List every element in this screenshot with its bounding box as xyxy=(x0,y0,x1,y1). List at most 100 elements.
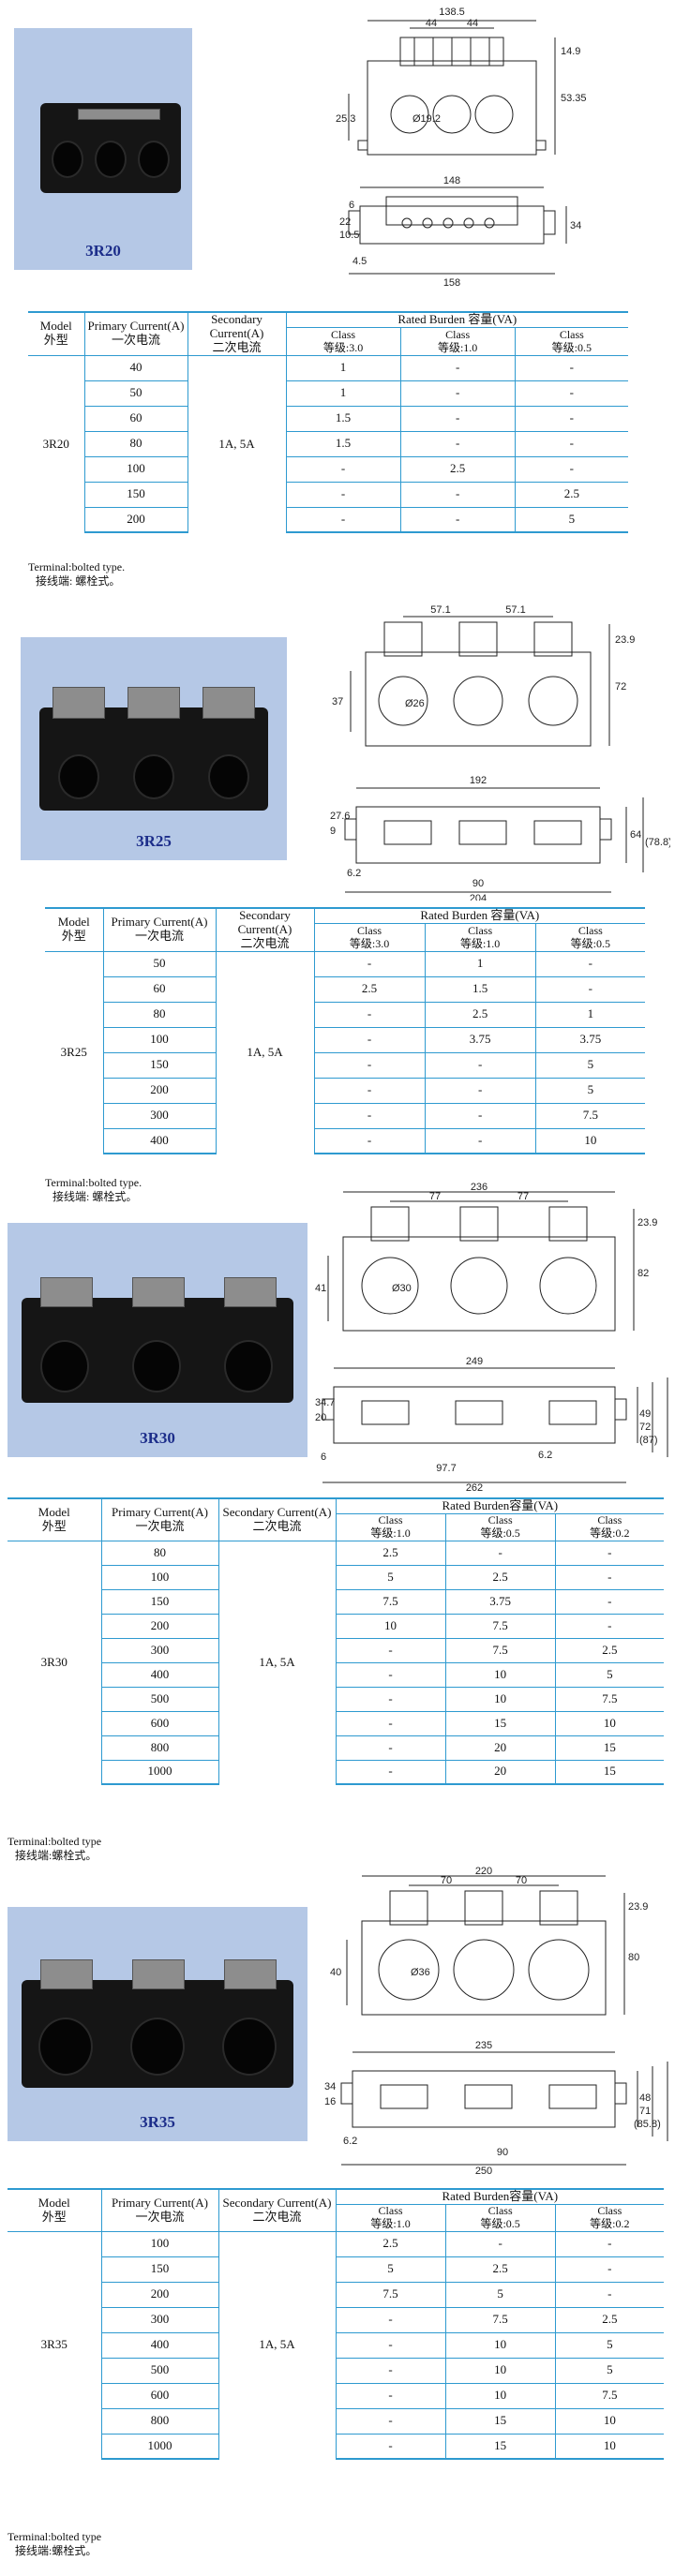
ct-hole xyxy=(52,141,83,178)
table-cell: - xyxy=(424,1051,536,1079)
text: Secondary Current(A) xyxy=(222,2195,332,2210)
dimension-label: 23.9 xyxy=(628,1901,648,1913)
table-cell: 800 xyxy=(100,2407,218,2435)
dim: Ø19.2 xyxy=(412,113,441,125)
table-cell: 10 xyxy=(335,1613,446,1639)
dimension-label: 70 xyxy=(516,1875,527,1886)
table-cell: 10 xyxy=(444,2357,556,2384)
table-cell: - xyxy=(313,950,426,977)
table-cell: 150 xyxy=(83,481,188,508)
table-cell: - xyxy=(554,1540,664,1566)
text: 一次电流 xyxy=(135,1518,185,1533)
text: Terminal:bolted type. xyxy=(45,1176,142,1189)
dim: 34 xyxy=(570,220,581,231)
text: 等级:1.0 xyxy=(370,1526,411,1540)
table-cell: 80 xyxy=(100,1540,218,1566)
text: Secondary Current(A) xyxy=(209,312,264,340)
text: Primary Current(A) xyxy=(87,319,185,334)
ct-body xyxy=(40,103,181,193)
table-cell: 100 xyxy=(83,455,188,483)
dimension-label: 48 xyxy=(639,2092,651,2104)
dimension-label: 97.7 xyxy=(436,1463,456,1474)
table-cell: 60 xyxy=(102,975,216,1003)
table-cell: - xyxy=(399,354,516,381)
text: 等级:0.5 xyxy=(551,340,592,354)
ct-body xyxy=(22,1277,293,1403)
table-cell: - xyxy=(335,1661,446,1688)
table-cell: - xyxy=(444,2230,556,2257)
dimension-label: 6.2 xyxy=(343,2136,357,2147)
ct-hole xyxy=(40,1340,89,1392)
ct-hole xyxy=(132,1340,181,1392)
text: 二次电流 xyxy=(252,2209,302,2224)
table-cell: 50 xyxy=(102,950,216,977)
product-photo-3r20: 3R20 xyxy=(14,28,192,270)
dimension-label: 6.2 xyxy=(538,1450,552,1461)
hole-1 xyxy=(390,95,429,134)
text: 等级:1.0 xyxy=(370,2216,411,2230)
table-cell: 10 xyxy=(534,1127,645,1155)
dimension-label: 64 xyxy=(630,829,641,841)
text: 等级:3.0 xyxy=(322,340,364,354)
table-cell: 7.5 xyxy=(444,2306,556,2333)
dimension-label: Ø36 xyxy=(411,1967,430,1978)
table-cell: 10 xyxy=(444,1661,556,1688)
dimension-label: 41 xyxy=(315,1283,326,1294)
text: Class xyxy=(488,2203,513,2217)
table-cell: 15 xyxy=(554,1759,664,1786)
table-cell: - xyxy=(399,405,516,432)
table-cell: 5 xyxy=(554,2331,664,2359)
text: 二次电流 xyxy=(240,935,290,950)
table-cell: 10 xyxy=(554,2407,664,2435)
table-cell: 200 xyxy=(100,1613,218,1639)
table-header-cell: Rated Burden容量(VA) xyxy=(335,1496,664,1514)
text: 一次电流 xyxy=(134,929,184,944)
ct-hole xyxy=(138,141,170,178)
table-cell: - xyxy=(534,975,645,1003)
ct-hole xyxy=(130,2018,185,2076)
table-cell: 3.75 xyxy=(424,1026,536,1053)
dimension-label: 34.7 xyxy=(315,1397,335,1408)
hole-2 xyxy=(432,95,472,134)
table-cell: 5 xyxy=(554,1661,664,1688)
dimension-drawing-3r35: 220 70 70 23.9 80 40 Ø36 235 34 16 48 71… xyxy=(324,1866,668,2174)
dimension-label: 57.1 xyxy=(505,604,525,616)
model-label: 3R25 xyxy=(136,832,172,850)
table-cell: 10 xyxy=(444,2331,556,2359)
table-cell: - xyxy=(335,1759,446,1786)
dimension-label: (87) xyxy=(639,1435,658,1446)
table-cell: - xyxy=(554,1613,664,1639)
table-cell: 300 xyxy=(100,2306,218,2333)
text: 等级:0.2 xyxy=(590,1526,630,1540)
table-cell: 3R30 xyxy=(8,1540,101,1785)
table-cell: 5 xyxy=(514,506,628,534)
dimension-label: 6.2 xyxy=(347,868,361,879)
table-cell: - xyxy=(313,1127,426,1155)
table-cell: 20 xyxy=(444,1735,556,1761)
table-cell: 400 xyxy=(100,1661,218,1688)
table-cell: - xyxy=(335,2357,446,2384)
ct-hole xyxy=(38,2018,93,2076)
table-cell: - xyxy=(514,354,628,381)
col-primary: Primary Current(A)一次电流 xyxy=(83,310,188,356)
table-cell: 2.5 xyxy=(335,1540,446,1566)
text: 等级:1.0 xyxy=(437,340,478,354)
table-cell: 1 xyxy=(534,1001,645,1028)
table-header-cell: Primary Current(A)一次电流 xyxy=(100,1496,218,1541)
table-header-cell: Secondary Current(A)二次电流 xyxy=(215,906,314,952)
dimension-label: 77 xyxy=(429,1191,441,1202)
table-cell: 200 xyxy=(102,1077,216,1104)
text: Primary Current(A) xyxy=(112,1504,208,1519)
table-cell: - xyxy=(313,1051,426,1079)
table-cell: - xyxy=(424,1127,536,1155)
table-header-cell: Rated Burden容量(VA) xyxy=(335,2187,664,2205)
table-cell: 1 xyxy=(424,950,536,977)
table-cell: 50 xyxy=(83,380,188,407)
